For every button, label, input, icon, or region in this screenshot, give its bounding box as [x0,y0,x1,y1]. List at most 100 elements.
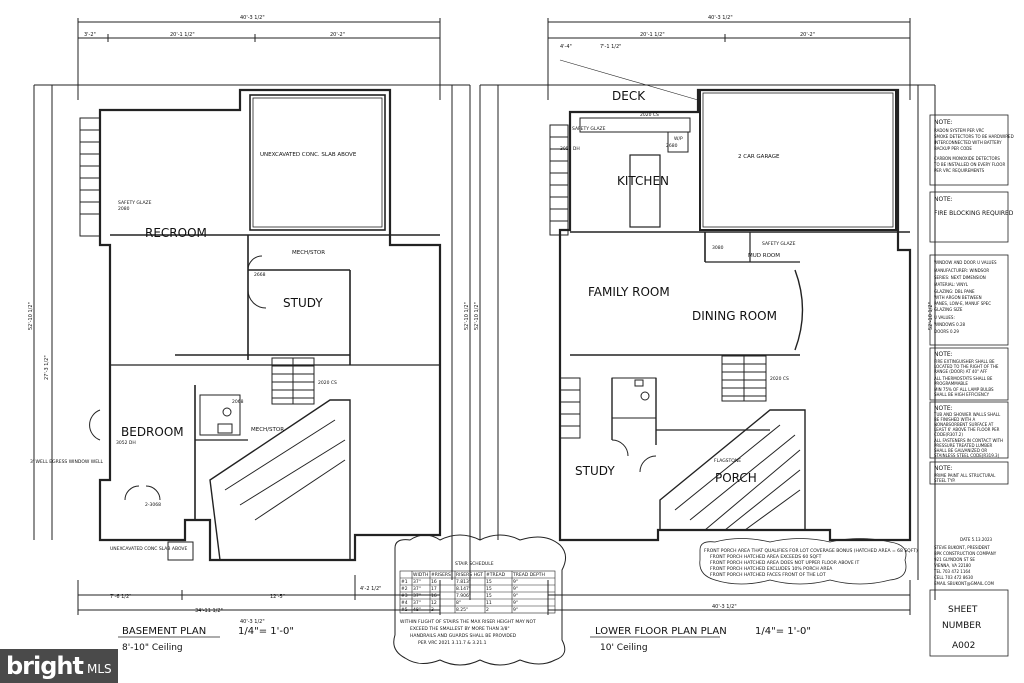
stair-schedule-cell: 3 [431,607,434,613]
lower-plan-scale: 1/4"= 1'-0" [755,626,811,637]
stair-footer-4: PER VRC 2021 3.11.7 & 3.21.1 [418,640,487,646]
stair-schedule-cell: 15 [486,579,492,585]
stair-schedule-cell: 8" [456,600,461,606]
stair-schedule-cell: 17 [431,586,437,592]
titleblock-line: STEVE BUKONT, PRESIDENT [934,545,990,550]
note3-line: GLAZING: DBL PANE [934,289,975,294]
stair-schedule-cell: 9" [513,579,518,585]
note4-line: MIN 75% OF ALL LAMP BULBS [934,387,994,392]
room-mechstor-bottom: MECH/STOR [251,427,284,433]
room-family: FAMILY ROOM [588,285,670,299]
titleblock-line: 921 GLYNDON ST SE [934,557,975,562]
porch-note-2: FRONT PORCH HATCHED AREA EXCEEDS 60 SQFT [710,554,822,560]
lower-plan-title: LOWER FLOOR PLAN PLAN [595,626,727,637]
basement-plan-scale: 1/4"= 1'-0" [238,626,294,637]
basement-ceiling: 8'-10" Ceiling [122,643,183,653]
stair-schedule-cell: 9" [513,593,518,599]
note5-title: NOTE: [934,405,953,412]
dim-lower-top-b: 7'-1 1/2" [600,44,621,50]
note1-line: BACKUP PER CODE [934,146,972,151]
stair-schedule-cell: 16 [431,593,437,599]
dim-top-left: 20'-1 1/2" [170,32,195,38]
room-kitchen: KITCHEN [617,174,669,188]
dim-lower-top-total: 40'-3 1/2" [708,15,733,21]
watermark-suffix: MLS [86,662,112,676]
watermark-brand: bright [6,652,84,680]
door-2680: 2680 [666,143,678,149]
note3-line: MATERIAL: VINYL [934,282,969,287]
note4-line: FIRE EXTINGUISHER SHALL BE [934,359,995,364]
note2-body: FIRE BLOCKING REQUIRED [934,210,1014,217]
note6-line: PRIME PAINT ALL STRUCTURAL [934,473,996,478]
basement-labels: RECROOM STUDY BEDROOM MECH/STOR MECH/STO… [28,15,470,653]
safety-glaze-lower: SAFETY GLAZE [572,126,606,132]
dim-bottom-a: 34'-11 1/2" [195,608,223,614]
note2-title: NOTE: [934,196,953,203]
stair-schedule-cell: #3 [401,593,408,599]
porch-area-note: FRONT PORCH AREA THAT QUALIFIES FOR LOT … [699,538,918,585]
dim-bottom-b: 7'-6 1/2" [110,594,131,600]
stair-schedule-cell: 48" [413,607,421,613]
stair-schedule-cell: 15 [486,586,492,592]
note5-line: SHALL BE GALVANIZED OR [934,448,987,453]
room-wip: W/P [674,136,683,142]
room-dining: DINING ROOM [692,309,777,323]
stair-footer-3: HANDRAILS AND GUARDS SHALL BE PROVIDED [410,633,517,639]
note4-line: RANGE (DOOR) AT 40" AFF [934,369,988,374]
note1-line: CARBON MONOXIDE DETECTORS [934,156,1000,161]
egress-well-label: 3' WELL EGRESS WINDOW WELL [30,459,104,465]
room-recroom: RECROOM [145,226,207,240]
brightmls-watermark: bright MLS [0,649,118,683]
room-deck: DECK [612,89,646,103]
note5-line: TUB AND SHOWER WALLS SHALL [933,412,1001,417]
dim-lower-left-total: 52'-10 1/2" [474,302,480,330]
note1-line: PER VRC REQUIREMENTS [934,168,985,173]
room-garage: 2 CAR GARAGE [738,154,780,160]
stair-schedule-cell: #4 [401,600,408,606]
dim-lower-right-total: 52'-10 1/2" [928,302,934,330]
note5-line: BE FINISHED WITH A [934,417,975,422]
titleblock-line: VIENNA, VA 22180 [934,563,971,568]
dim-left-a: 27'-3 1/2" [44,355,50,380]
note3-line: U VALUES: [934,315,955,320]
titleblock-line: TEL 703 472 1164 [933,569,971,574]
stair-schedule-cell: #1 [401,579,408,585]
room-mud: MUD ROOM [748,253,780,259]
safety-glaze-basement: SAFETY GLAZE [118,200,152,206]
unexcavated-bottom-label: UNEXCAVATED CONC SLAB ABOVE [110,546,188,552]
notes-text: NOTE: RADON SYSTEM PER VRC SMOKE DETECTO… [933,119,1014,651]
stair-schedule-cell: 8.147" [456,586,471,592]
stair-schedule-cell: 37" [413,579,421,585]
sheet-number: A002 [952,641,975,651]
titleblock-date: DATE 5.13.2023 [960,537,992,542]
stair-col-width: WIDTH [413,572,428,578]
note3-line: DOORS 0.29 [934,329,959,334]
sheet-label-1: SHEET [948,605,978,615]
note6-title: NOTE: [934,465,953,472]
door-2068: 2068 [232,399,244,405]
dim-lower-top-left: 20'-1 1/2" [640,32,665,38]
stair-schedule-cell: 7.813" [456,579,471,585]
note5-line: LEAST 6' ABOVE THE FLOOR PER [934,427,1000,432]
door-2668: 2668 [254,272,266,278]
dim-bottom-total: 40'-3 1/2" [240,619,265,625]
note5-line: STAINLESS STEEL CODE(R319.3) [934,453,1000,458]
note3-title: WINDOW AND DOOR U VALUES [934,260,997,265]
dim-lower-top-right: 20'-2" [800,32,815,38]
stair-schedule-cell: #5 [401,607,408,613]
stair-schedule-cell: 37" [413,593,421,599]
stair-schedule-cell: 2 [486,607,489,613]
porch-note-1: FRONT PORCH AREA THAT QUALIFIES FOR LOT … [704,548,918,554]
lower-ceiling: 10' Ceiling [600,643,648,653]
stair-schedule-cell: 37" [413,586,421,592]
room-study-lower: STUDY [575,464,615,478]
note4-line: SHALL BE HIGH EFFICIENCY [934,392,990,397]
stair-schedule-cell: 15 [486,593,492,599]
dim-right-total: 52'-10 1/2" [464,302,470,330]
deck-2020cs: 2020 CS [640,112,659,118]
stair-schedule: STAIR SCHEDULE WIDTH #RISERS RISERS HGT … [393,534,566,666]
stair-2020cs-basement: 2020 CS [318,380,337,386]
notes-column [929,114,1009,657]
